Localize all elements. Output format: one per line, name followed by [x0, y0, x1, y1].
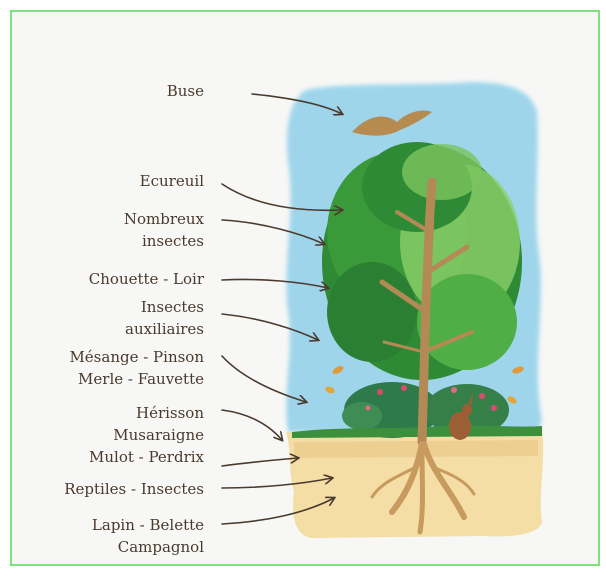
label-ecureuil: Ecureuil [140, 170, 204, 192]
label-herisson-musaraigne-mulot: Hérisson Musaraigne Mulot - Perdrix [89, 402, 204, 468]
label-nombreux-insectes: Nombreux insectes [124, 208, 204, 252]
label-chouette-loir: Chouette - Loir [89, 268, 204, 290]
label-insectes-auxiliaires: Insectes auxiliaires [125, 296, 204, 340]
arrow-herisson [222, 410, 282, 440]
label-buse: Buse [167, 80, 204, 102]
label-reptiles-insectes: Reptiles - Insectes [64, 478, 204, 500]
diagram-frame: Buse Ecureuil Nombreux insectes Chouette… [10, 10, 600, 566]
label-lapin-belette: Lapin - Belette Campagnol [92, 514, 204, 558]
label-mesange-merle: Mésange - Pinson Merle - Fauvette [69, 346, 204, 390]
arrow-mulot-perdrix [222, 458, 298, 466]
